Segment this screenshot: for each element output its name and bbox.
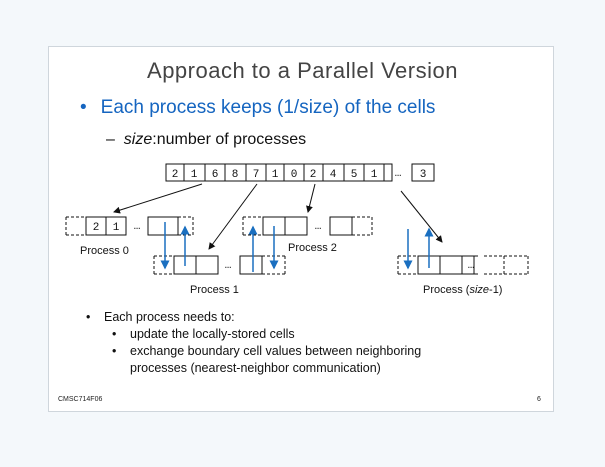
bullet-dot: •: [80, 97, 87, 118]
sub-bullet-italic: size: [123, 131, 153, 148]
needs-item-text: update the locally-stored cells: [130, 327, 295, 341]
array-cell-7: 2: [310, 169, 317, 181]
array-cell-0: 2: [172, 169, 179, 181]
needs-item-continuation: processes (nearest-neighbor communicatio…: [86, 360, 421, 377]
needs-heading: Each process needs to:: [104, 310, 235, 324]
array-ellipsis: …: [395, 168, 402, 180]
array-cell-last: 3: [420, 169, 427, 181]
p1-ellipsis: …: [225, 260, 232, 272]
distribute-arrow-p0: [113, 183, 203, 214]
needs-item: • exchange boundary cell values between n…: [86, 343, 421, 360]
bullet-dot: •: [112, 344, 117, 358]
needs-item-text: exchange boundary cell values between ne…: [130, 344, 422, 358]
processN-label: Process (size-1): [423, 284, 502, 296]
main-bullet: • Each process keeps (1/size) of the cell…: [80, 97, 435, 119]
array-last-cell: [411, 163, 435, 182]
sub-bullet-text: :number of processes: [152, 131, 307, 148]
needs-item-text: processes (nearest-neighbor communicatio…: [130, 361, 381, 375]
slide-panel: [48, 46, 554, 412]
array-cell-5: 1: [272, 169, 279, 181]
array-cell-1: 1: [191, 169, 198, 181]
pn-ellipsis: …: [468, 260, 475, 272]
processN-array: …: [397, 255, 529, 275]
array-cell-6: 0: [291, 169, 298, 181]
dash-marker: –: [106, 131, 124, 148]
array-cell-8: 4: [330, 169, 337, 181]
bullet-dot: •: [112, 327, 117, 341]
array-frame: [165, 163, 393, 182]
array-cell-2: 6: [212, 169, 219, 181]
processN-label-italic: size: [469, 284, 489, 296]
p0-ellipsis: …: [134, 221, 141, 233]
process2-label: Process 2: [288, 242, 337, 254]
array-cell-9: 5: [351, 169, 358, 181]
footer-course-code: CMSC714F06: [58, 396, 103, 403]
array-cell-4: 7: [253, 169, 260, 181]
processN-label-prefix: Process (: [423, 284, 470, 296]
needs-list: • Each process needs to: • update the loca…: [86, 309, 421, 377]
needs-item: • update the locally-stored cells: [86, 326, 421, 343]
processN-label-suffix: -1): [489, 284, 502, 296]
process0-array: 2 1 …: [65, 216, 194, 236]
process0-label: Process 0: [80, 245, 129, 257]
distribute-arrow-p1: [208, 183, 258, 250]
global-array: 2 1 6 8 7 1 0 2 4 5 1 … 3: [165, 163, 435, 182]
p0-cell-0: 2: [93, 222, 100, 234]
p0-cell-1: 1: [113, 222, 120, 234]
process2-array: …: [242, 216, 373, 236]
needs-heading-item: • Each process needs to:: [86, 309, 421, 326]
array-cell-10: 1: [371, 169, 378, 181]
footer-page-number: 6: [537, 396, 541, 403]
distribute-arrow-p2: [306, 183, 316, 213]
process1-label: Process 1: [190, 284, 239, 296]
p2-ellipsis: …: [315, 221, 322, 233]
array-cell-3: 8: [232, 169, 239, 181]
slide-title: Approach to a Parallel Version: [147, 58, 458, 83]
distribute-arrow-pn: [400, 190, 443, 243]
process1-array: …: [153, 255, 286, 275]
main-bullet-text: Each process keeps (1/size) of the cells: [100, 97, 436, 118]
exchange-arrows: [160, 222, 434, 272]
bullet-dot: •: [86, 310, 91, 324]
sub-bullet: – size:number of processes: [106, 131, 306, 149]
